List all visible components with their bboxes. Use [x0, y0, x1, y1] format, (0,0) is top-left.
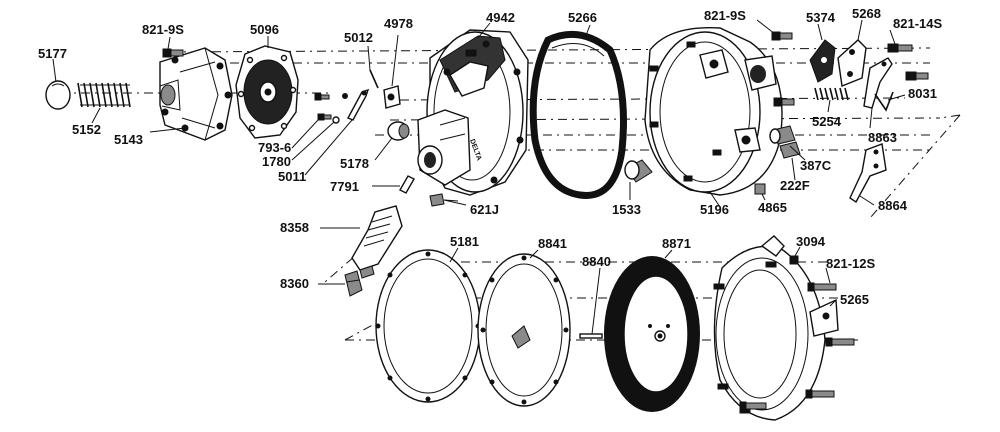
- label-3094: 3094: [796, 234, 826, 249]
- label-8841: 8841: [538, 236, 567, 251]
- label-8864: 8864: [878, 198, 908, 213]
- label-5177: 5177: [38, 46, 67, 61]
- label-5012: 5012: [344, 30, 373, 45]
- label-7791: 7791: [330, 179, 359, 194]
- leader-lines: [52, 19, 906, 335]
- label-5266: 5266: [568, 10, 597, 25]
- part-8863-lever: [863, 57, 893, 109]
- label-821-12s: 821-12S: [826, 256, 875, 271]
- part-821-9s-screws-right: [771, 31, 795, 107]
- part-5265-cover: [713, 235, 839, 421]
- part-5178-plug: [387, 121, 410, 141]
- label-621j: 621J: [470, 202, 499, 217]
- label-5143: 5143: [114, 132, 143, 147]
- label-8360: 8360: [280, 276, 309, 291]
- label-8358: 8358: [280, 220, 309, 235]
- label-8031: 8031: [908, 86, 937, 101]
- part-5268-plate: [837, 39, 867, 87]
- part-small-screws: [314, 93, 348, 124]
- part-3094-fitting: [789, 255, 799, 265]
- label-4942: 4942: [486, 10, 515, 25]
- part-8358-fitting: [351, 205, 403, 279]
- part-5012-pin: [369, 69, 379, 89]
- label-821-14s: 821-14S: [893, 16, 942, 31]
- part-4865-screw: [754, 183, 766, 195]
- label-5096: 5096: [250, 22, 279, 37]
- part-8031-clip: [874, 91, 894, 112]
- label-5374: 5374: [806, 10, 836, 25]
- part-5254-spring: [814, 87, 849, 101]
- label-5196: 5196: [700, 202, 729, 217]
- label-5178: 5178: [340, 156, 369, 171]
- label-8863: 8863: [868, 130, 897, 145]
- part-821-12s-screws: [739, 282, 855, 411]
- part-387c-fitting: [769, 125, 796, 145]
- part-8841-plate: [477, 253, 571, 407]
- part-8840-pin: [579, 333, 603, 339]
- label-1533: 1533: [612, 202, 641, 217]
- label-222f: 222F: [780, 178, 810, 193]
- part-8871-diaphragm: [604, 256, 700, 412]
- part-5177-cap: [45, 80, 71, 110]
- part-5266-gasket: [529, 30, 627, 199]
- label-821-9s-right: 821-9S: [704, 8, 746, 23]
- label-5254: 5254: [812, 114, 842, 129]
- label-793-6: 793-6: [258, 140, 291, 155]
- label-5011: 5011: [278, 169, 306, 184]
- label-5152: 5152: [72, 122, 101, 137]
- label-5181: 5181: [450, 234, 479, 249]
- part-5196-housing: [644, 26, 783, 196]
- part-5011-lever: [347, 88, 370, 121]
- part-5152-spring: [77, 82, 131, 108]
- part-labels: 5177 5152 5143 821-9S 5096 793-6 1780 50…: [38, 6, 942, 307]
- part-5143-bonnet: [159, 47, 233, 141]
- label-5265: 5265: [840, 292, 869, 307]
- label-387c: 387C: [800, 158, 832, 173]
- part-4978-bracket: [383, 85, 401, 109]
- label-8840: 8840: [582, 254, 611, 269]
- part-821-9s-screw-left: [162, 48, 184, 58]
- part-5181-gasket: [375, 249, 481, 403]
- part-8864-linkage: [849, 143, 887, 204]
- part-222f-fitting: [779, 141, 801, 159]
- label-821-9s-left: 821-9S: [142, 22, 184, 37]
- part-5096-diaphragm: [235, 45, 299, 139]
- part-7791-pin: [399, 175, 415, 194]
- label-4865: 4865: [758, 200, 787, 215]
- part-1533-plug: [624, 159, 653, 183]
- part-4942-body: DELTA: [417, 29, 529, 196]
- part-821-14s-screws: [887, 43, 929, 81]
- label-1780: 1780: [262, 154, 291, 169]
- label-5268: 5268: [852, 6, 881, 21]
- part-8360-plug: [344, 270, 363, 297]
- part-5374-bracket: [809, 39, 836, 83]
- label-4978: 4978: [384, 16, 413, 31]
- label-8871: 8871: [662, 236, 691, 251]
